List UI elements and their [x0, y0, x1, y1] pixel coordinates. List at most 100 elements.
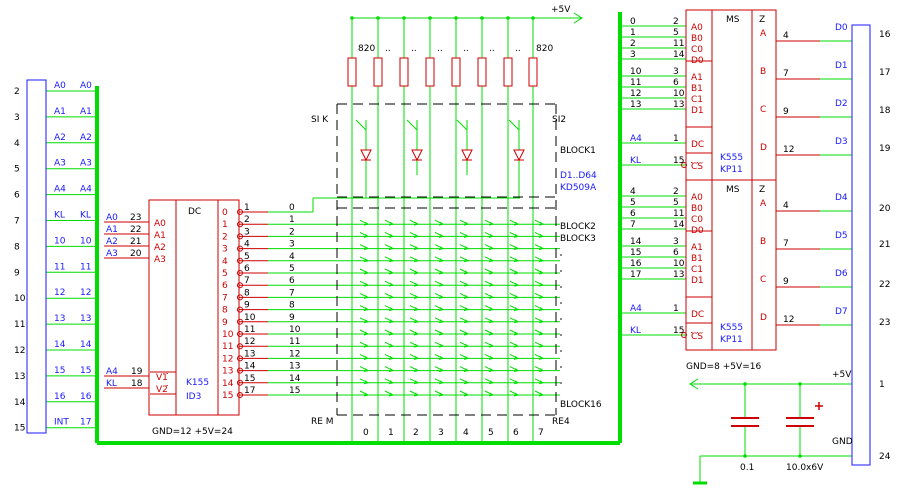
- mux-column-number: 2: [630, 39, 636, 49]
- decoder-enable-label: V1: [156, 373, 168, 383]
- block-label: BLOCK16: [560, 400, 602, 410]
- left-wire-number: A2: [80, 133, 92, 143]
- matrix-diode: [409, 329, 420, 336]
- right-pin-number: 20: [879, 204, 891, 214]
- matrix-diode: [509, 305, 520, 312]
- left-signal-name: A4: [54, 185, 66, 195]
- decoder-output-pin: 11: [244, 325, 255, 335]
- row-line-number: 0: [289, 203, 295, 213]
- matrix-diode: [484, 353, 495, 360]
- mux-select-pin: 1: [673, 134, 679, 144]
- mux-input-label: C0: [691, 215, 703, 225]
- left-pin-number: 9: [14, 268, 20, 278]
- decoder-input-label: A2: [154, 243, 166, 253]
- right-pin-number: 24: [879, 452, 891, 462]
- decoder-input-signal: A3: [106, 249, 118, 259]
- inversion-bubble: [237, 282, 243, 289]
- mux-output-data-label: D3: [835, 137, 848, 147]
- matrix-diode: [434, 353, 445, 360]
- row-line-number: 1: [289, 215, 295, 225]
- mux-input-label: B0: [691, 34, 703, 44]
- matrix-diode: [359, 390, 370, 397]
- matrix-diode: [409, 268, 420, 275]
- row-line-number: 9: [289, 313, 295, 323]
- left-connector-body: [26, 79, 47, 434]
- matrix-diode: [509, 268, 520, 275]
- matrix-diode: [459, 268, 470, 275]
- matrix-diode: [534, 378, 545, 385]
- decoder-type: K155: [186, 378, 209, 388]
- left-signal-name: KL: [54, 211, 65, 221]
- inversion-bubble: [237, 233, 243, 240]
- mux-input-pin: 5: [673, 198, 679, 208]
- mux-input-label: A1: [691, 73, 703, 83]
- inversion-bubble: [237, 245, 243, 252]
- column-number: 1: [388, 428, 394, 438]
- mux-input-pin: 6: [673, 78, 679, 88]
- mux-column-number: 1: [630, 28, 636, 38]
- left-pin-number: 12: [14, 346, 25, 356]
- matrix-diode: [509, 244, 520, 251]
- mux-select-pin: 15: [673, 156, 684, 166]
- right-pin-number: 21: [879, 240, 890, 250]
- resistor-value: 820: [536, 44, 553, 54]
- matrix-diode: [434, 341, 445, 348]
- left-signal-name: 10: [54, 236, 66, 246]
- decoder-input-signal: A2: [106, 237, 118, 247]
- matrix-diode: [459, 280, 470, 287]
- mux-z: Z: [759, 185, 765, 195]
- wires-layer: [46, 12, 852, 485]
- switch-blade: [355, 119, 367, 131]
- matrix-diode: [534, 219, 545, 226]
- mux-input-pin: 2: [673, 17, 679, 27]
- matrix-diode: [409, 256, 420, 263]
- mux-output-pin: 9: [783, 277, 789, 287]
- row-line-number: 3: [289, 240, 295, 250]
- matrix-diode: [434, 329, 445, 336]
- matrix-diode: [359, 317, 370, 324]
- matrix-diode: [484, 305, 495, 312]
- matrix-diode: [534, 268, 545, 275]
- decoder-output-pin: 8: [244, 288, 250, 298]
- mux-output-label: B: [760, 67, 766, 77]
- mux-column-number: 7: [630, 220, 636, 230]
- left-signal-name: A0: [54, 81, 66, 91]
- inversion-bubble: [237, 392, 243, 398]
- matrix-diode: [459, 219, 470, 226]
- diode: [360, 149, 372, 162]
- inversion-bubble: [237, 343, 243, 350]
- mux-input-label: A1: [691, 243, 703, 253]
- matrix-diode: [359, 219, 370, 226]
- matrix-diode: [534, 341, 545, 348]
- decoder-power: GND=12 +5V=24: [152, 427, 233, 437]
- matrix-diode: [459, 341, 470, 348]
- matrix-diode: [434, 231, 445, 238]
- matrix-diode: [384, 353, 395, 360]
- mux-output-pin: 7: [783, 239, 789, 249]
- mux-column-number: 15: [630, 248, 641, 258]
- matrix-diode: [384, 390, 395, 397]
- inversion-bubble: [237, 270, 243, 276]
- junction-dot: [743, 382, 747, 386]
- matrix-diode: [534, 329, 545, 336]
- resistor-value: 820: [358, 44, 375, 54]
- matrix-diode: [359, 231, 370, 238]
- matrix-diode: [534, 280, 545, 287]
- decoder-output-label: 6: [222, 281, 228, 291]
- relay-label-left: RE M: [311, 417, 334, 427]
- matrix-diode: [459, 378, 470, 385]
- inversion-bubble: [681, 162, 687, 168]
- left-pin-number: 8: [14, 242, 20, 252]
- mux-input-label: D1: [691, 106, 704, 116]
- matrix-diode: [509, 256, 520, 263]
- row-line-number: 14: [289, 374, 301, 384]
- resistor: [528, 57, 538, 87]
- matrix-diode: [534, 256, 545, 263]
- continuation-dot: [560, 254, 562, 256]
- mux-input-pin: 10: [673, 89, 685, 99]
- mux-tag: MS: [726, 185, 740, 195]
- continuation-dot: [560, 334, 562, 336]
- mux-output-data-label: D5: [835, 231, 848, 241]
- left-signal-name: 14: [54, 340, 66, 350]
